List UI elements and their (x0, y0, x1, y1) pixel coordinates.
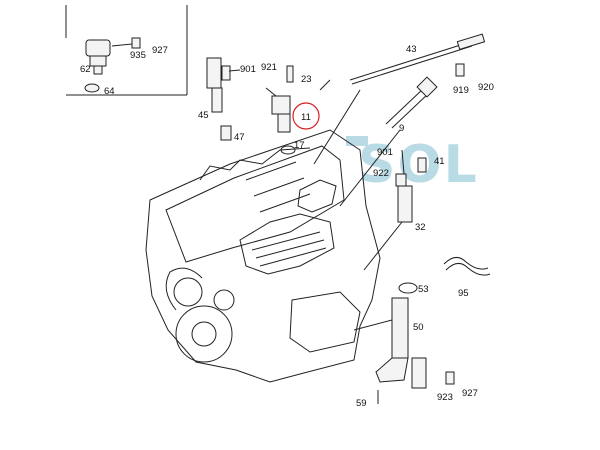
callout-41: 41 (434, 156, 445, 167)
sensor-32-part (395, 149, 427, 223)
callout-59: 59 (356, 398, 367, 409)
callout-901: 901 (240, 64, 256, 75)
dipstick-tube-50-part (375, 297, 409, 404)
callout-50: 50 (413, 322, 424, 333)
callout-62: 62 (80, 64, 91, 75)
callout-53: 53 (418, 284, 429, 295)
highlight-circle (292, 102, 320, 130)
watermark: SOL (346, 135, 479, 195)
callout-95: 95 (458, 288, 469, 299)
oil-pressure-sensor-part (84, 37, 141, 93)
callout-927b: 927 (462, 388, 478, 399)
callout-32: 32 (415, 222, 426, 233)
leader-lines (313, 89, 403, 331)
callout-43: 43 (406, 44, 417, 55)
glow-plug-cable-43-part (319, 33, 486, 91)
callout-920: 920 (478, 82, 494, 93)
inset-frame (65, 5, 188, 96)
sensor-45-part (206, 57, 241, 141)
callout-919: 919 (453, 85, 469, 96)
callout-927: 927 (152, 45, 168, 56)
callout-23: 23 (301, 74, 312, 85)
callout-45: 45 (198, 110, 209, 121)
callout-935: 935 (130, 50, 146, 61)
sensor-923-part (411, 357, 455, 389)
callout-47: 47 (234, 132, 245, 143)
callout-922: 922 (373, 168, 389, 179)
callout-901b: 901 (377, 147, 393, 158)
callout-921: 921 (261, 62, 277, 73)
callout-11: 11 (301, 112, 311, 123)
callout-64: 64 (104, 86, 115, 97)
callout-17: 17 (294, 140, 305, 151)
glow-plug-9-part (385, 63, 465, 129)
o-ring-53-part (398, 282, 418, 294)
svg-text:SOL: SOL (358, 135, 479, 195)
callout-923: 923 (437, 392, 453, 403)
clip-95-part (443, 257, 491, 276)
camshaft-sensor-11-part (265, 65, 296, 155)
engine-block (145, 129, 381, 383)
callout-9: 9 (399, 123, 404, 134)
